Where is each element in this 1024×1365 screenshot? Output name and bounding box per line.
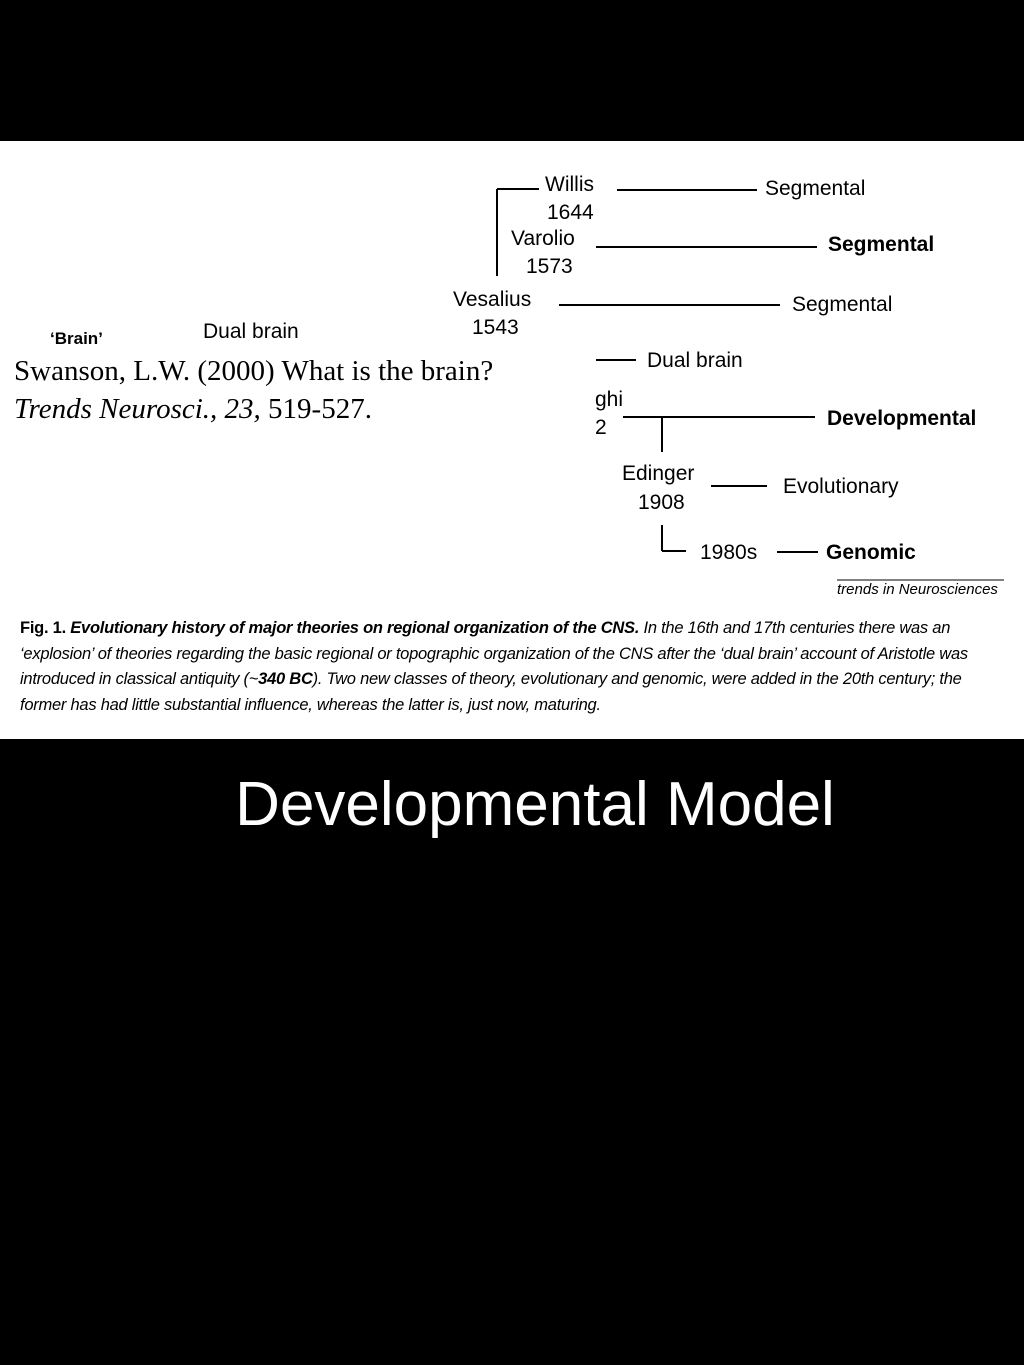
brain-label: ‘Brain’	[50, 329, 103, 348]
edinger-year: 1908	[638, 491, 685, 514]
partial-author-name: ghi	[595, 388, 623, 411]
varolio-name: Varolio	[511, 227, 575, 250]
vesalius-year: 1543	[472, 316, 519, 339]
varolio-theory: Segmental	[828, 233, 934, 256]
slide-title: Developmental Model	[235, 770, 835, 839]
figure-caption: Fig. 1. Evolutionary history of major th…	[20, 616, 1010, 718]
decade-1980s: 1980s	[700, 541, 757, 564]
willis-year: 1644	[547, 201, 594, 224]
edinger-name: Edinger	[622, 462, 694, 485]
citation-pages: 519-527.	[260, 393, 372, 425]
evolutionary-theory: Evolutionary	[783, 475, 899, 498]
caption-body-2: ). Two new classes of theory, evolutiona…	[20, 670, 962, 714]
caption-heading: Evolutionary history of major theories o…	[65, 619, 640, 637]
figure-panel: Willis 1644 Segmental Varolio 1573 Segme…	[0, 141, 1024, 739]
journal-mark: trends in Neurosciences	[837, 581, 998, 598]
willis-theory: Segmental	[765, 177, 865, 200]
theory-timeline-diagram: Willis 1644 Segmental Varolio 1573 Segme…	[50, 173, 1004, 598]
varolio-year: 1573	[526, 255, 573, 278]
caption-fig-label: Fig. 1.	[20, 619, 66, 637]
citation-journal: Trends Neurosci., 23,	[14, 393, 261, 425]
citation-line-2: Trends Neurosci., 23, 519-527.	[14, 390, 589, 428]
caption-body-1: In the 16th and 17th centuries there was…	[20, 619, 968, 688]
caption-bc-value: 340 BC	[258, 670, 313, 688]
dual-brain-right: Dual brain	[647, 349, 743, 372]
vesalius-theory: Segmental	[792, 293, 892, 316]
willis-name: Willis	[545, 173, 594, 196]
citation-line-1: Swanson, L.W. (2000) What is the brain?	[14, 355, 494, 387]
genomic-theory: Genomic	[826, 541, 916, 564]
vesalius-name: Vesalius	[453, 288, 531, 311]
partial-author-year: 2	[595, 416, 607, 439]
dual-brain-left: Dual brain	[203, 320, 299, 343]
developmental-theory: Developmental	[827, 407, 976, 430]
citation-box: Swanson, L.W. (2000) What is the brain? …	[14, 352, 593, 432]
